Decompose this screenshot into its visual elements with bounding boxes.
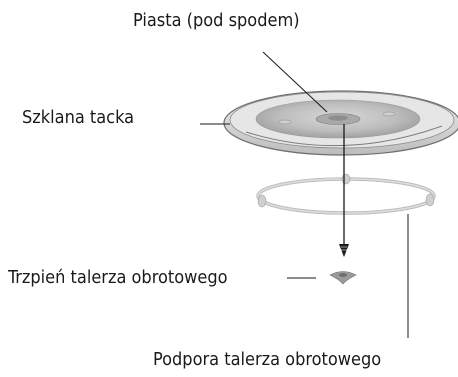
glass-tray xyxy=(223,90,458,156)
leader-lines xyxy=(200,51,409,338)
roller-ring xyxy=(256,173,436,215)
coupler xyxy=(329,271,357,285)
glass-tray-label: Szklana tacka xyxy=(22,107,134,128)
roller-ring-label: Podpora talerza obrotowego xyxy=(153,349,381,370)
hub-leader xyxy=(262,51,328,113)
assembly-arrow xyxy=(339,124,349,257)
hub-label: Piasta (pod spodem) xyxy=(133,10,300,31)
coupler-label: Trzpień talerza obrotowego xyxy=(7,267,228,288)
